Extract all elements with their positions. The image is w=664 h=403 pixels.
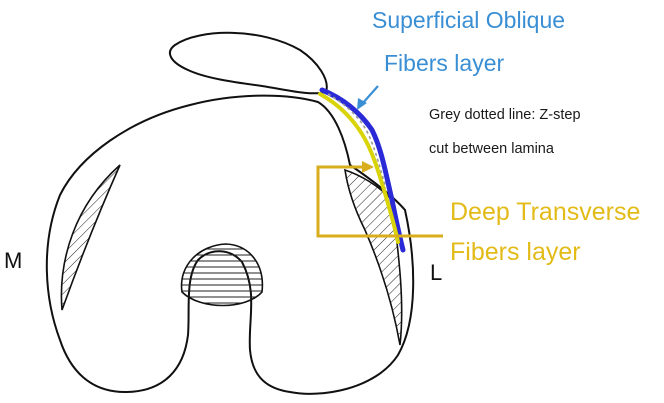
superficial-layer-line xyxy=(319,87,406,253)
z-step-line xyxy=(327,93,387,189)
deep-label-line2: Fibers layer xyxy=(450,238,581,266)
superficial-arrow-head xyxy=(357,98,367,110)
superficial-label-line2: Fibers layer xyxy=(384,50,505,76)
intercondylar-notch xyxy=(180,243,264,307)
deep-bracket xyxy=(316,165,443,238)
superficial-label-line1: Superficial Oblique xyxy=(372,7,566,33)
deep-label-line1: Deep Transverse xyxy=(450,198,641,226)
patella-outline xyxy=(168,31,328,95)
lateral-label: L xyxy=(430,260,443,285)
deep-bracket-arrowhead xyxy=(362,161,374,173)
deep-layer-line xyxy=(318,92,400,244)
note-line1: Grey dotted line: Z-step xyxy=(429,107,581,123)
medial-facet xyxy=(60,164,121,311)
note-line2: cut between lamina xyxy=(429,141,554,157)
femur-outline xyxy=(45,94,415,395)
medial-label: M xyxy=(4,248,23,273)
superficial-arrow-line xyxy=(361,85,379,105)
